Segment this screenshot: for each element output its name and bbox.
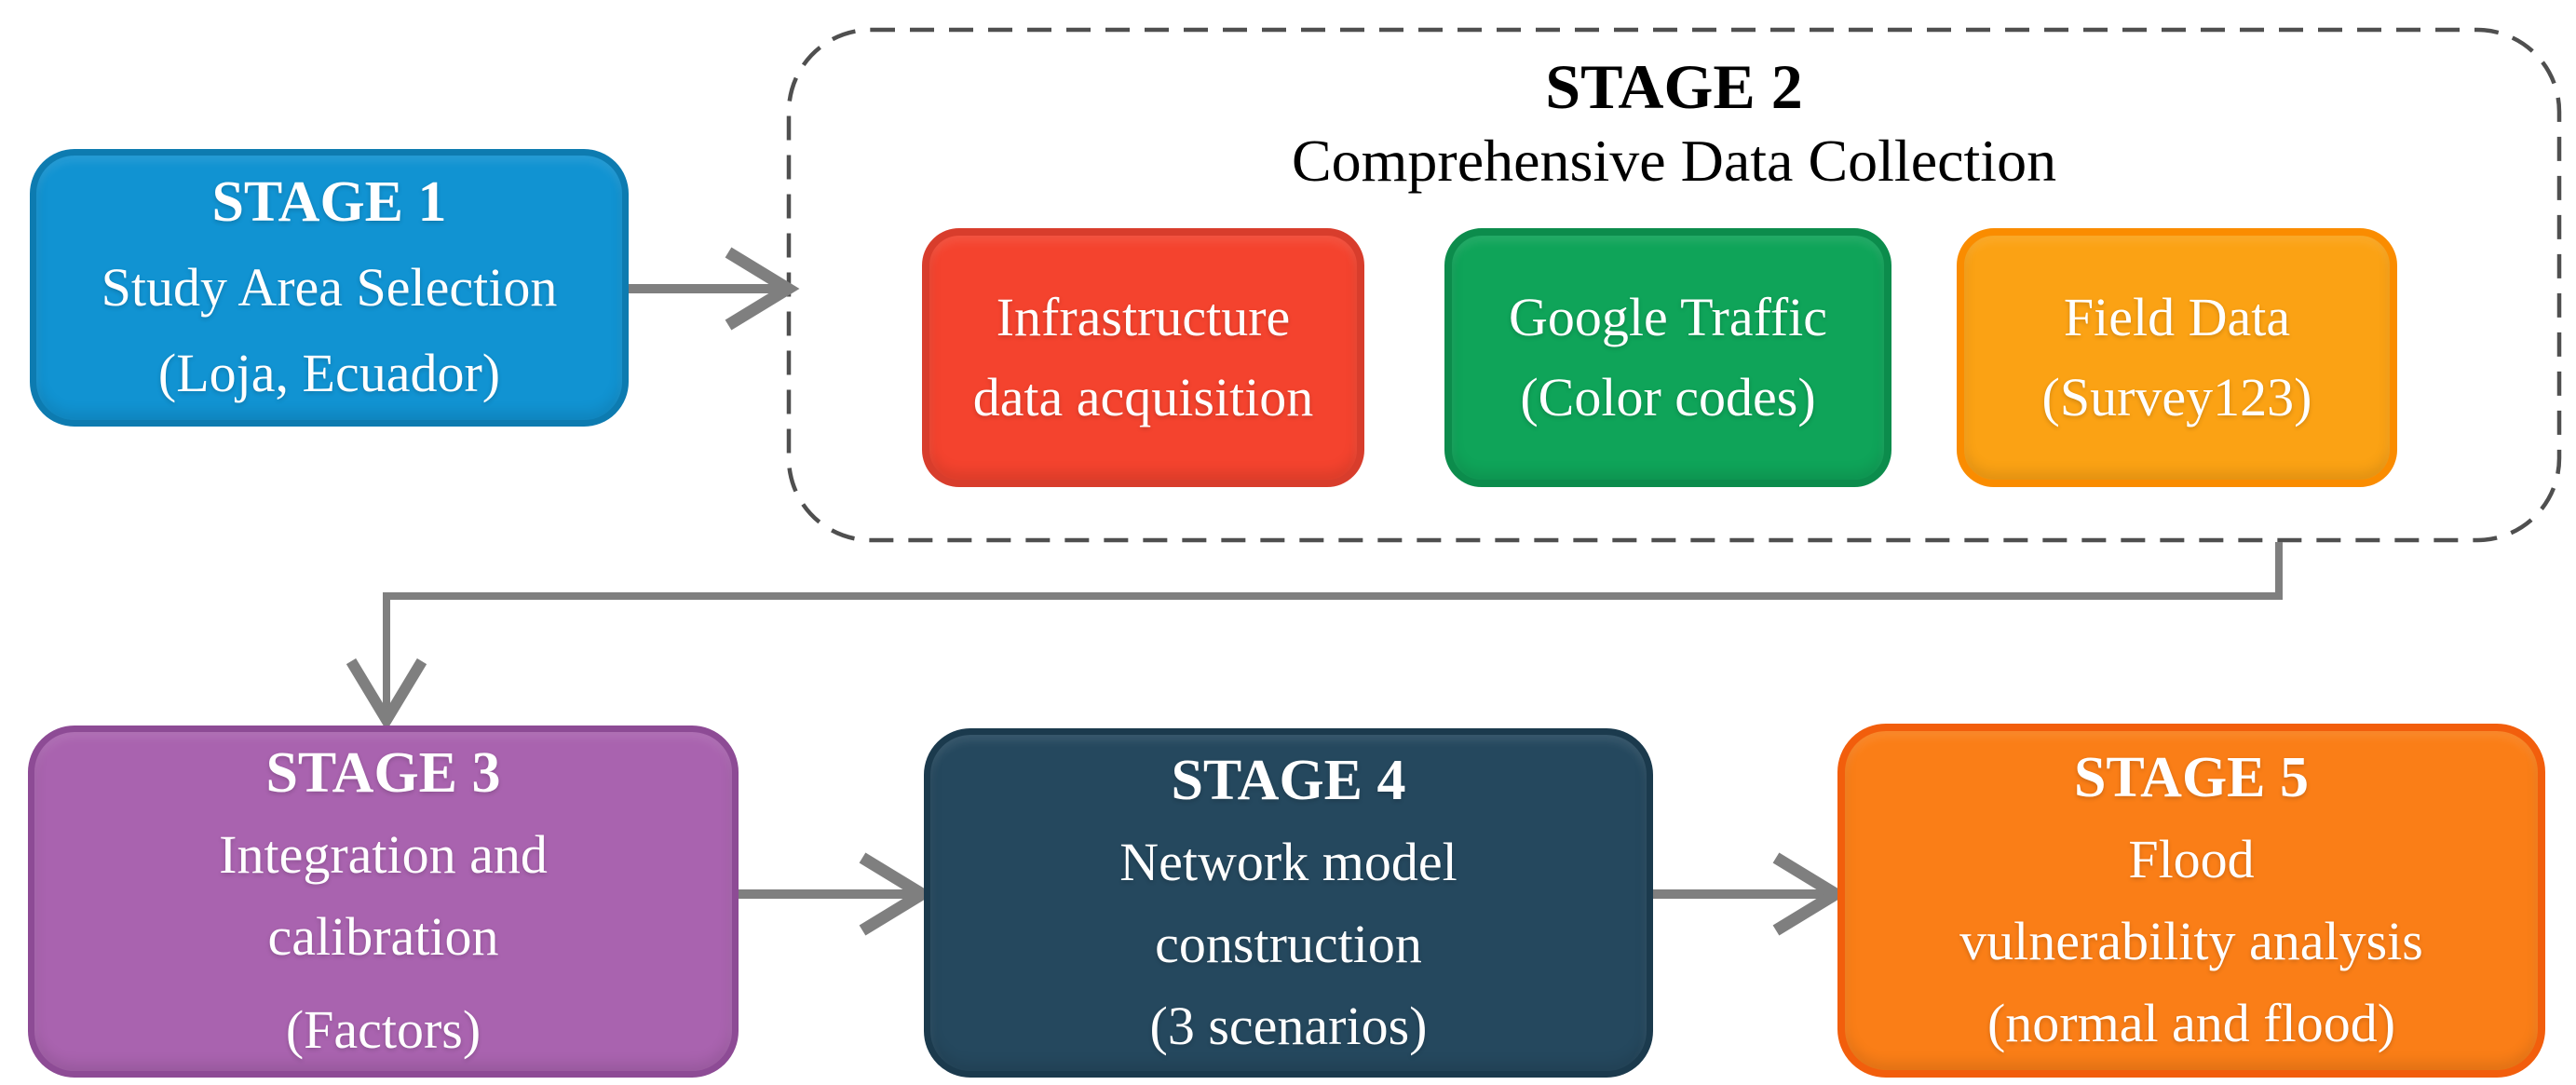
stage2-box-infrastructure: Infrastructure data acquisition: [922, 228, 1364, 487]
connector-stage2-to-stage3: [346, 542, 2283, 731]
arrow-stage1-to-stage2: [629, 247, 800, 331]
stage1-line1: Study Area Selection: [101, 257, 558, 318]
stage1-title: STAGE 1: [211, 170, 447, 234]
stage5-line2: vulnerability analysis: [1959, 911, 2423, 971]
stage4-title: STAGE 4: [1171, 748, 1406, 812]
stage2-box-field-data: Field Data (Survey123): [1957, 228, 2397, 487]
stage5-title: STAGE 5: [2073, 746, 2310, 809]
arrow-stage4-to-stage5: [1653, 852, 1848, 936]
stage5-line1: Flood: [2128, 829, 2255, 889]
google-traffic-line1: Google Traffic: [1508, 287, 1828, 347]
stage1-line2: (Loja, Ecuador): [157, 343, 501, 403]
stage4-line3: (3 scenarios): [1149, 995, 1428, 1056]
stage3-line1: Integration and: [219, 824, 548, 885]
infrastructure-line2: data acquisition: [972, 367, 1314, 427]
stage3-box: STAGE 3 Integration and calibration (Fac…: [28, 726, 739, 1078]
stage4-box: STAGE 4 Network model construction (3 sc…: [924, 728, 1653, 1078]
stage2-box-google-traffic: Google Traffic (Color codes): [1444, 228, 1891, 487]
stage4-line1: Network model: [1119, 831, 1457, 892]
stage3-title: STAGE 3: [265, 741, 501, 805]
google-traffic-line2: (Color codes): [1520, 367, 1816, 427]
stage3-line2: calibration: [267, 906, 499, 967]
stage5-box: STAGE 5 Flood vulnerability analysis (no…: [1837, 724, 2545, 1078]
stage1-box: STAGE 1 Study Area Selection (Loja, Ecua…: [30, 149, 629, 427]
stage2-title: STAGE 2: [1545, 51, 1803, 122]
stage2-header: STAGE 2 Comprehensive Data Collection: [789, 48, 2559, 197]
field-data-line1: Field Data: [2063, 287, 2291, 347]
infrastructure-line1: Infrastructure: [996, 287, 1291, 347]
arrow-stage3-to-stage4: [739, 852, 934, 936]
stage3-line3: (Factors): [285, 999, 481, 1060]
field-data-line2: (Survey123): [2041, 367, 2312, 427]
stage2-subtitle: Comprehensive Data Collection: [1291, 128, 2057, 194]
stage5-line3: (normal and flood): [1986, 993, 2396, 1053]
stage4-line2: construction: [1155, 913, 1422, 974]
